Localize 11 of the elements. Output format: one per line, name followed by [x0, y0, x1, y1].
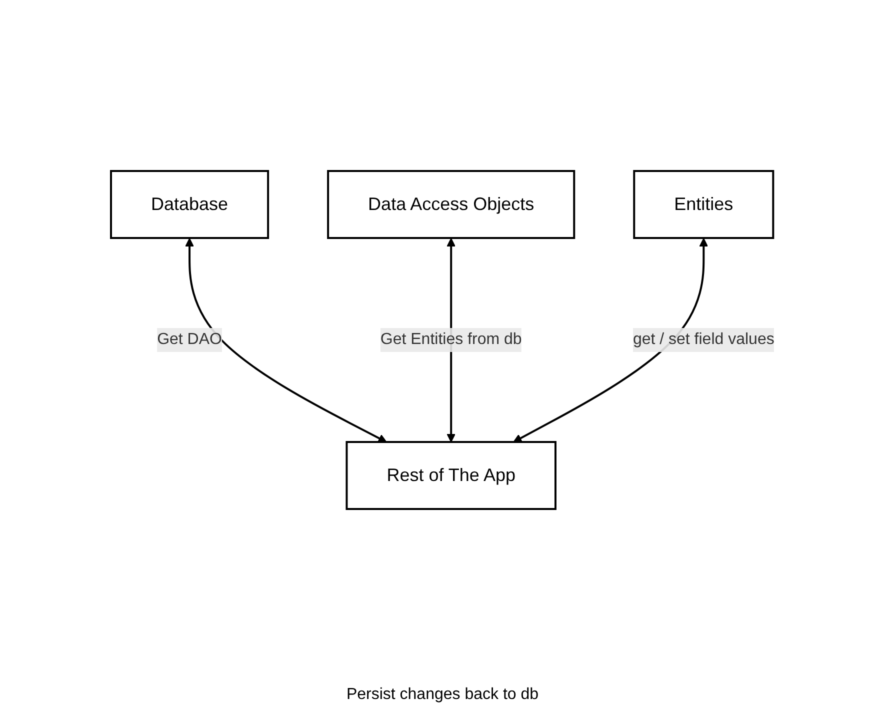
node-box: Rest of The App [346, 441, 556, 510]
arrow [184, 238, 387, 442]
note-text: Persist changes back to db [345, 685, 540, 705]
node-box: Database [110, 170, 269, 239]
arrow [512, 238, 708, 442]
edge-label: get / set field values [632, 331, 774, 348]
node-box: Entities [632, 170, 774, 239]
node-box: Data Access Objects [326, 170, 575, 239]
arrow [446, 238, 456, 442]
edge-label: Get DAO [156, 331, 222, 348]
edge-label: Get Entities from db [380, 331, 522, 348]
